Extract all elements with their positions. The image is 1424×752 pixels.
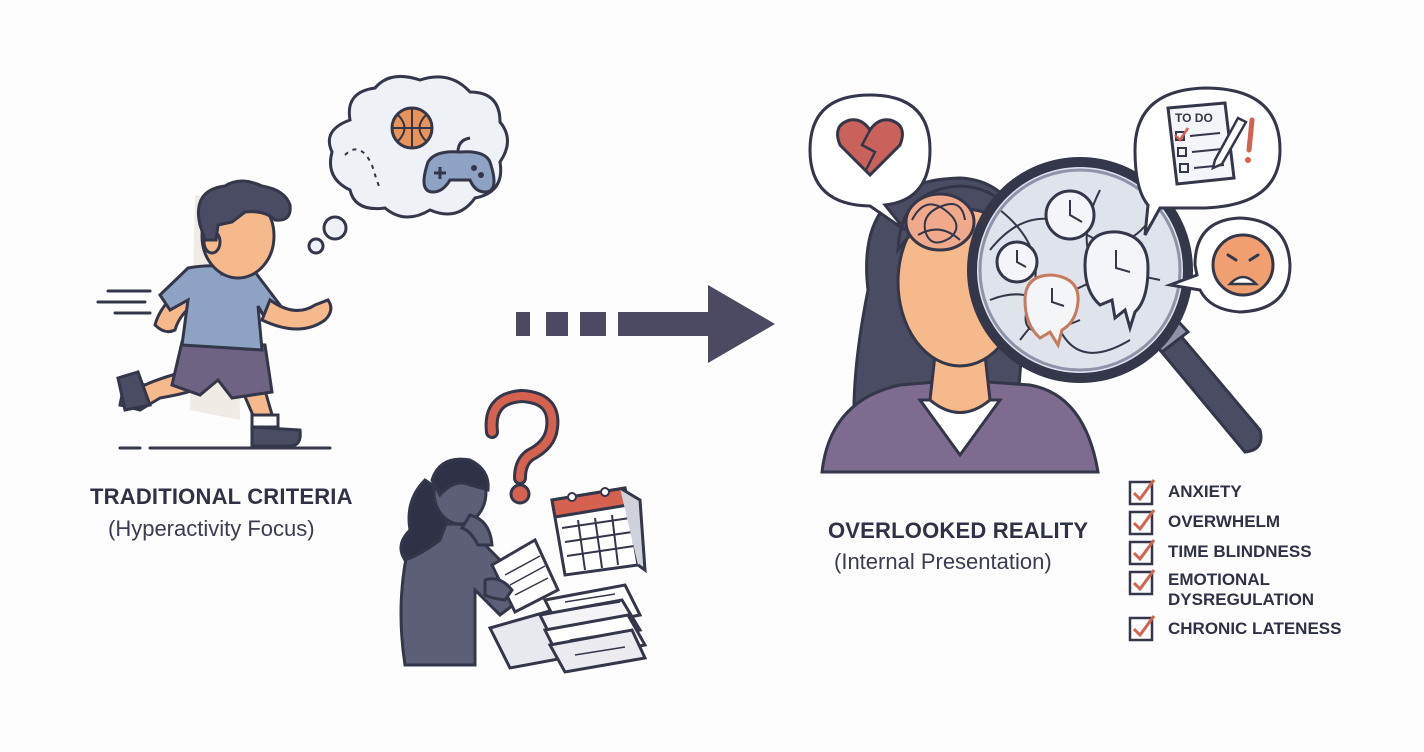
melting-clock-icon (1083, 230, 1150, 334)
confused-woman-illustration (399, 388, 648, 674)
melting-clock-icon (1023, 273, 1080, 349)
traditional-criteria-title: TRADITIONAL CRITERIA (90, 484, 353, 509)
clock-icon (1044, 189, 1096, 241)
checklist-item: CHRONIC LATENESS (1168, 619, 1342, 638)
sad-face-bubble (1164, 216, 1292, 314)
checkbox-icon (1128, 569, 1156, 596)
overlooked-reality-title: OVERLOOKED REALITY (828, 518, 1089, 543)
todo-list-icon: TO DO (1166, 101, 1255, 186)
checklist-checkboxes (1128, 479, 1156, 642)
clock-icon (995, 240, 1039, 284)
magnifying-glass-icon (967, 157, 1193, 383)
checkbox-icon (1128, 509, 1156, 536)
checkbox-icon (1128, 615, 1156, 642)
woman-portrait-illustration (820, 176, 1100, 474)
broken-heart-bubble (808, 93, 932, 232)
checklist-item: ANXIETY (1168, 482, 1242, 501)
speed-lines (96, 289, 332, 450)
broken-heart-icon (836, 118, 904, 178)
thought-bubble (307, 74, 509, 255)
todo-bubble: TO DO (1133, 86, 1282, 236)
paper-stack (487, 583, 648, 674)
checklist-item: OVERWHELM (1168, 512, 1281, 531)
sad-face-icon (1211, 233, 1275, 297)
checkbox-icon (1128, 539, 1156, 566)
traditional-criteria-subtitle: (Hyperactivity Focus) (108, 516, 315, 541)
overlooked-reality-subtitle: (Internal Presentation) (834, 549, 1052, 574)
transition-arrow (516, 285, 775, 363)
question-mark-icon (484, 388, 560, 505)
calendar-icon (550, 486, 647, 577)
basketball-icon (390, 106, 434, 150)
tangled-brain-icon (904, 192, 976, 252)
todo-label: TO DO (1175, 111, 1213, 125)
gamepad-icon (422, 136, 496, 194)
checkbox-icon (1128, 479, 1156, 506)
checklist-item: TIME BLINDNESS (1168, 542, 1312, 561)
checklist-item: EMOTIONAL DYSREGULATION (1168, 570, 1315, 609)
running-boy-illustration (96, 179, 333, 450)
